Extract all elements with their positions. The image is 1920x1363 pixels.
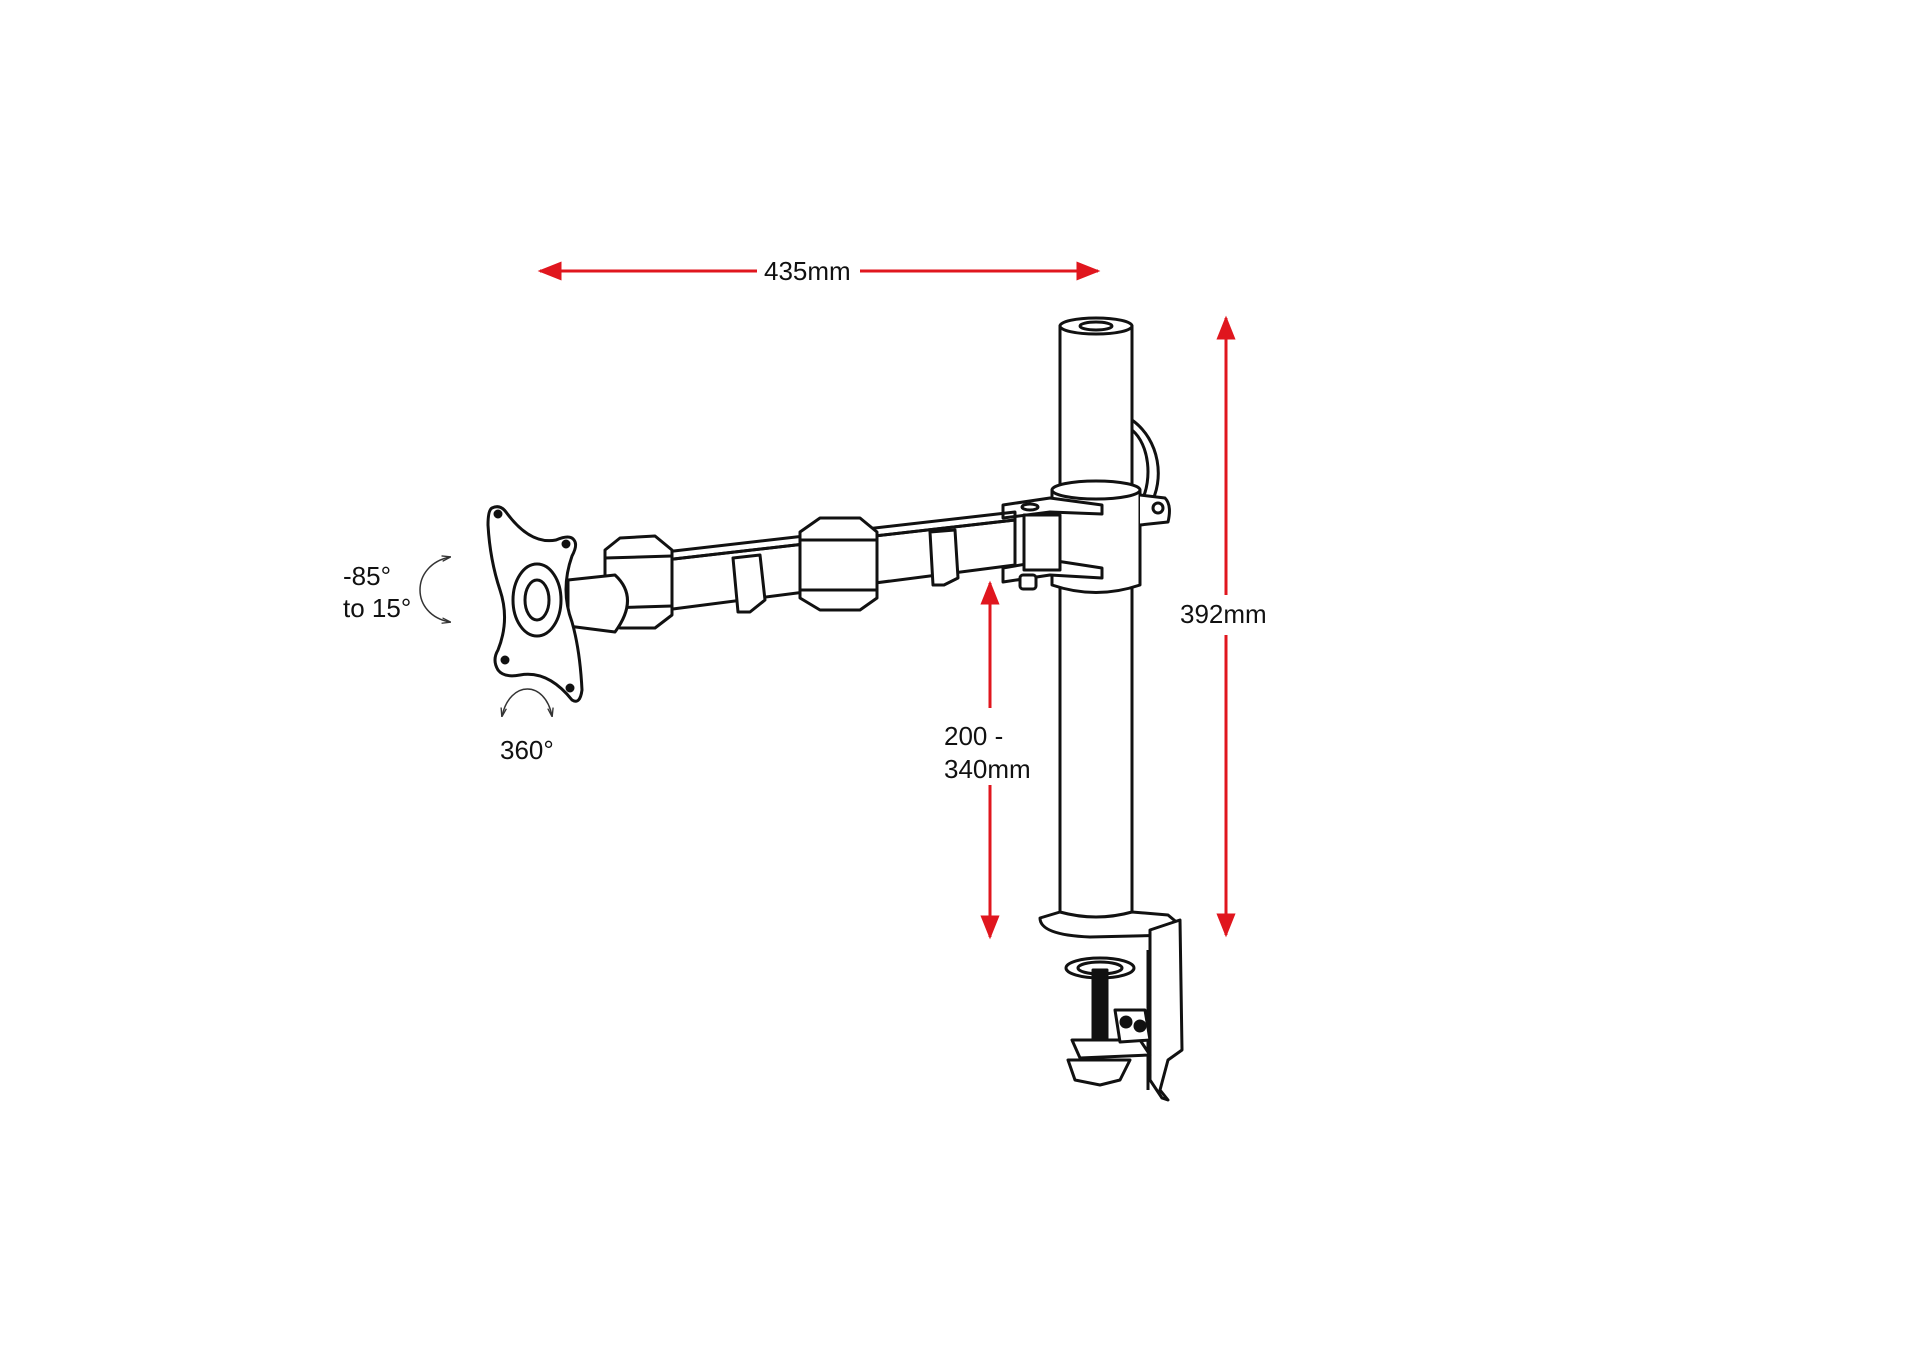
rotation-label: 360° [500,734,554,766]
rotate-arc-icon [502,688,552,716]
arm-height-label-line2: 340mm [944,753,1031,785]
arm-height-label-line1: 200 - [944,720,1004,752]
tilt-arc-icon [419,557,450,622]
tilt-range-label-line1: -85° [343,560,391,592]
pole [1058,316,1160,928]
tilt-joint [566,573,629,634]
desk-clamp [1038,910,1184,1102]
pole-height-dimension-label: 392mm [1180,598,1267,630]
arm-bar [603,510,1017,630]
tilt-range-label-line2: to 15° [343,592,412,624]
arm-pole-bracket [1001,496,1104,591]
reach-dimension-label: 435mm [760,255,855,287]
vesa-plate [486,505,584,703]
